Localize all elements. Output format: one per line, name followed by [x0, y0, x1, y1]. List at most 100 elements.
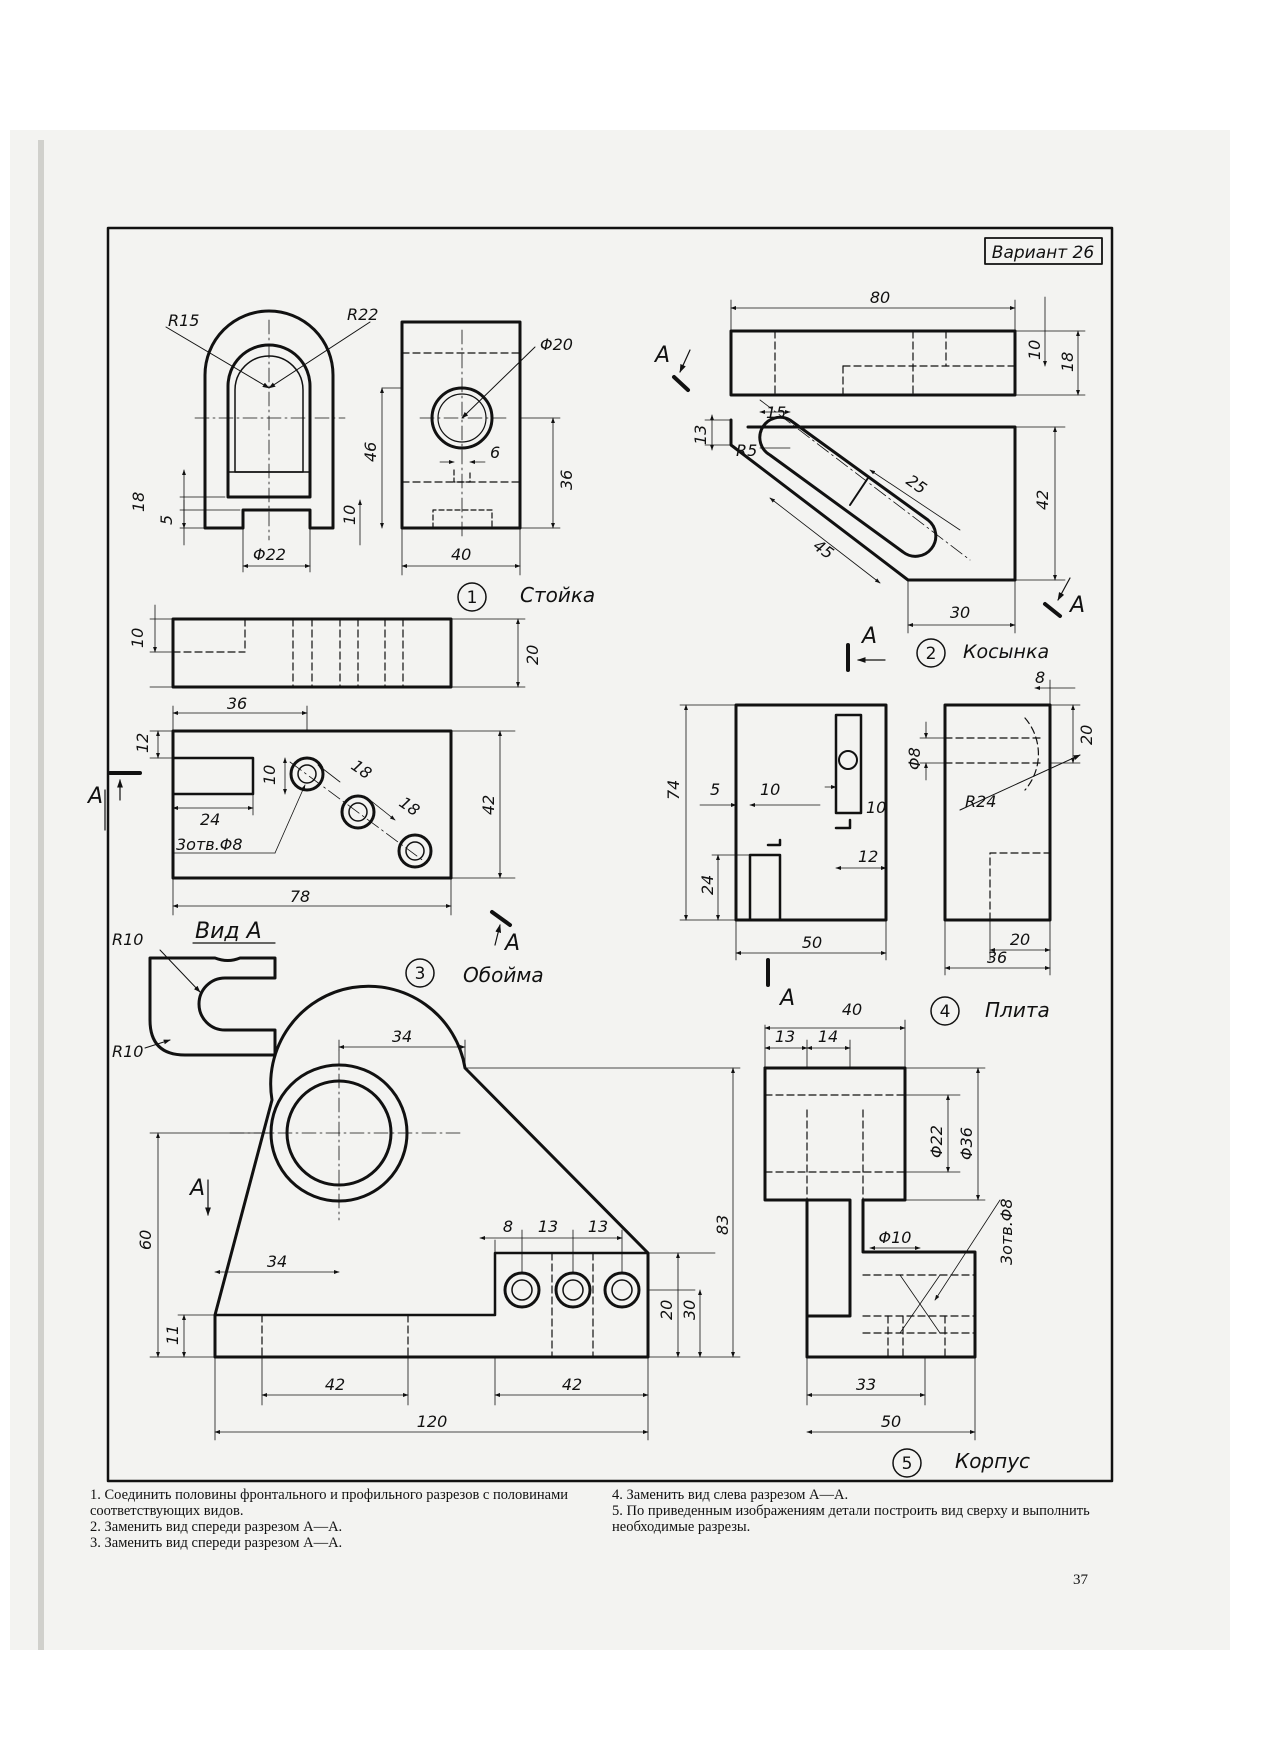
p2-l45: 45	[810, 536, 838, 563]
p5-w13a: 13	[538, 1217, 558, 1236]
p4-w36: 36	[987, 948, 1007, 967]
p1-h5: 5	[157, 515, 176, 525]
p5-w34b: 34	[267, 1252, 287, 1271]
p1-h18: 18	[129, 492, 148, 512]
p5-w42a: 42	[325, 1375, 345, 1394]
part2-name: Косынка	[963, 641, 1049, 663]
part2-number-circle	[916, 638, 946, 668]
part1-side-view	[380, 320, 561, 576]
p1-d20: Φ20	[540, 335, 573, 354]
p5-w13: 13	[775, 1027, 795, 1046]
p1-h46: 46	[361, 442, 380, 462]
p4-r24: R24	[965, 792, 996, 811]
p5-h60: 60	[136, 1230, 155, 1250]
part3-number-circle	[405, 958, 435, 988]
part1-front-view	[165, 309, 371, 573]
p5-d22: Φ22	[927, 1125, 946, 1158]
p3-h10: 10	[128, 628, 147, 648]
part3-front-view	[149, 705, 516, 916]
p3-section-a-left: A	[86, 784, 103, 809]
p3-w36: 36	[227, 694, 247, 713]
p5-h20: 20	[657, 1300, 676, 1320]
p1-h36: 36	[557, 470, 576, 490]
part5-front-view	[149, 984, 741, 1441]
part2-number: 2	[926, 644, 937, 664]
part3-view-a	[144, 949, 277, 1057]
part3-number: 3	[415, 964, 426, 984]
p3-view-a-label: Вид А	[195, 919, 262, 944]
part3-top-view	[149, 604, 526, 689]
p5-w14: 14	[818, 1027, 838, 1046]
p3-h10b: 10	[260, 765, 279, 785]
p3-r10b: R10	[112, 1042, 143, 1061]
drawing-frame	[106, 226, 1114, 1483]
task-notes-right: 4. Заменить вид слева разрезом А—А. 5. П…	[612, 1487, 1132, 1535]
part2-section-marks	[672, 349, 1071, 618]
p4-w12: 12	[858, 847, 878, 866]
part4-front-view	[679, 703, 888, 961]
part2-front-view	[704, 399, 1066, 634]
p5-w40: 40	[842, 1000, 862, 1019]
p4-h74: 74	[664, 780, 683, 800]
p4-d8: Φ8	[905, 747, 924, 770]
p2-h42: 42	[1033, 490, 1052, 510]
p5-h11: 11	[163, 1325, 182, 1345]
p3-w18a: 18	[348, 756, 376, 783]
p5-section-a-left: A	[188, 1176, 205, 1201]
p4-w8: 8	[1035, 668, 1045, 687]
p3-section-a-right: A	[503, 931, 520, 956]
note-4: 4. Заменить вид слева разрезом А—А.	[612, 1487, 849, 1503]
p2-w15: 15	[766, 403, 786, 422]
part1-number-circle	[457, 582, 487, 612]
part5-number: 5	[902, 1454, 913, 1474]
note-2: 2. Заменить вид спереди разрезом А—А.	[90, 1519, 343, 1535]
p3-w78: 78	[290, 887, 310, 906]
part2-top-view	[729, 296, 1086, 397]
part5-side-view	[763, 1019, 1001, 1441]
part4-section-marks	[766, 643, 886, 987]
p2-l25: 25	[903, 471, 931, 498]
variant-box	[984, 237, 1103, 265]
task-notes-left: 1. Соединить половины фронтального и про…	[90, 1487, 630, 1551]
part3-name: Обойма	[463, 963, 544, 987]
part4-number-circle	[930, 996, 960, 1026]
p5-holes: 3отв.Φ8	[997, 1198, 1016, 1265]
p3-h20: 20	[523, 645, 542, 665]
p2-h13: 13	[691, 425, 710, 445]
p1-r15: R15	[168, 311, 199, 330]
p4-h20: 20	[1077, 725, 1096, 745]
p4-w20: 20	[1010, 930, 1030, 949]
p5-d36: Φ36	[957, 1127, 976, 1160]
p1-w40: 40	[451, 545, 471, 564]
p3-h42: 42	[479, 795, 498, 815]
p2-h18: 18	[1058, 352, 1077, 372]
p4-w5: 5	[710, 780, 720, 799]
variant-label: Вариант 26	[992, 243, 1095, 263]
p4-section-a-top: A	[860, 624, 877, 649]
p5-w33: 33	[856, 1375, 876, 1394]
p2-w80: 80	[870, 288, 890, 307]
p3-holes: 3отв.Φ8	[176, 835, 243, 854]
part4-side-view	[919, 679, 1081, 976]
part1-number: 1	[467, 588, 478, 608]
p5-w50: 50	[881, 1412, 901, 1431]
p5-w8: 8	[503, 1217, 513, 1236]
p5-w42b: 42	[562, 1375, 582, 1394]
p1-r22: R22	[347, 305, 378, 324]
p2-section-a-top: A	[653, 343, 670, 368]
p1-h10: 10	[340, 505, 359, 525]
note-5: 5. По приведенным изображениям детали по…	[612, 1503, 1090, 1535]
p4-w50: 50	[802, 933, 822, 952]
p4-section-a-bottom: A	[778, 986, 795, 1011]
p1-d22: Φ22	[253, 545, 286, 564]
p5-w120: 120	[417, 1412, 448, 1431]
part5-name: Корпус	[955, 1449, 1030, 1473]
p5-h30: 30	[680, 1300, 699, 1320]
p4-h24: 24	[698, 875, 717, 895]
part4-number: 4	[940, 1002, 951, 1022]
part3-section-marks	[104, 771, 512, 946]
p1-w6: 6	[490, 443, 500, 462]
note-1: 1. Соединить половины фронтального и про…	[90, 1487, 569, 1519]
part1-name: Стойка	[520, 583, 595, 607]
